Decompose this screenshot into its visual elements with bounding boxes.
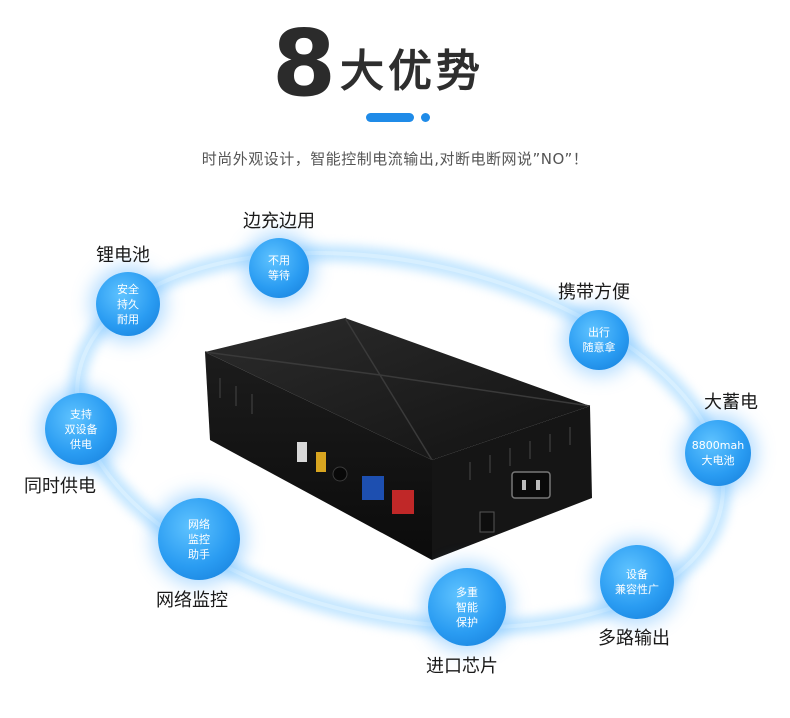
port-blue — [362, 476, 384, 500]
feature-label-multi-output: 多路输出 — [598, 628, 670, 649]
feature-bubble-charge-while-use: 不用 等待 — [249, 238, 309, 298]
title-underline-dot — [421, 113, 430, 122]
feature-label-imported-chip: 进口芯片 — [426, 656, 498, 677]
feature-label-network-monitor: 网络监控 — [156, 590, 228, 611]
feature-bubble-portable: 出行 随意拿 — [569, 310, 629, 370]
feature-bubble-lithium-battery: 安全 持久 耐用 — [96, 272, 160, 336]
feature-label-dual-supply: 同时供电 — [24, 476, 96, 497]
title-block: 8 大优势 — [0, 10, 790, 117]
port-white — [297, 442, 307, 462]
feature-label-lithium-battery: 锂电池 — [96, 245, 150, 266]
title-underline-bar — [366, 113, 414, 122]
feature-label-battery-capacity: 大蓄电 — [704, 392, 758, 413]
feature-bubble-battery-capacity: 8800mah 大电池 — [685, 420, 751, 486]
feature-label-charge-while-use: 边充边用 — [243, 211, 315, 232]
port-red — [392, 490, 414, 514]
feature-label-portable: 携带方便 — [558, 282, 630, 303]
subtitle: 时尚外观设计，智能控制电流输出,对断电断网说”NO”！ — [201, 150, 589, 168]
title-number: 8 — [272, 10, 336, 117]
port-yellow — [316, 452, 326, 472]
feature-bubble-multi-output: 设备 兼容性广 — [600, 545, 674, 619]
feature-bubble-dual-supply: 支持 双设备 供电 — [45, 393, 117, 465]
feature-bubble-imported-chip: 多重 智能 保护 — [428, 568, 506, 646]
feature-bubble-network-monitor: 网络 监控 助手 — [158, 498, 240, 580]
title-text: 大优势 — [340, 46, 484, 97]
